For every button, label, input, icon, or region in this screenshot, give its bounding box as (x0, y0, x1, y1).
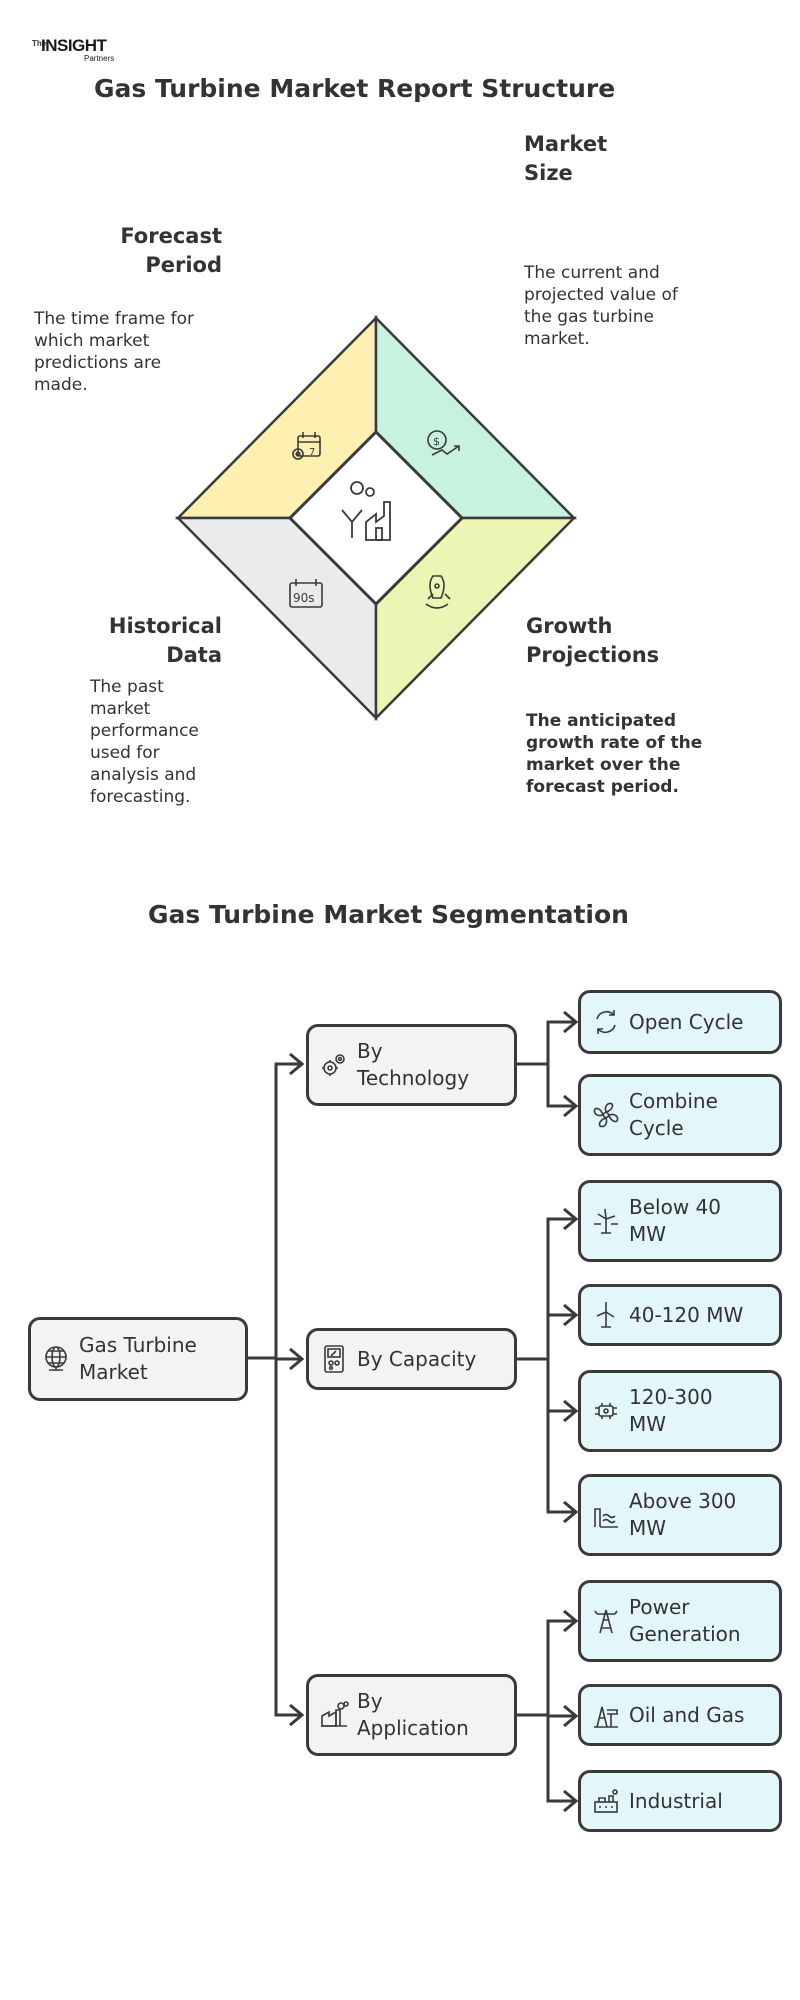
leaf-power-generation: Power Generation (578, 1580, 782, 1662)
meter-icon (324, 1345, 344, 1373)
leaf-oil-and-gas: Oil and Gas (578, 1684, 782, 1746)
rocket-icon (425, 575, 451, 609)
forecast-period-heading: Forecast Period (120, 224, 222, 277)
oil-rig-icon (594, 1706, 618, 1728)
logo-insight: INSIGHT (41, 36, 107, 55)
branch-application-label: By Application (357, 1689, 469, 1740)
leaf-40-120-mw: 40-120 MW (578, 1284, 782, 1346)
leaf-open-cycle: Open Cycle (578, 990, 782, 1054)
root-label: Gas Turbine Market (79, 1333, 197, 1384)
forecast-period-description: The time frame for which market predicti… (34, 309, 195, 395)
wind-turbine-icon (596, 1302, 615, 1328)
logo-the: The (32, 39, 47, 48)
structure-diagram: 7 $ 90s (175, 314, 577, 722)
leaf-industrial-label: Industrial (629, 1788, 723, 1813)
industry-icon (594, 1789, 618, 1813)
turbine-icon (595, 1403, 617, 1419)
leaf-40-120-mw-label: 40-120 MW (629, 1302, 744, 1327)
gears-icon (322, 1054, 345, 1076)
leaf-combine-cycle: Combine Cycle (578, 1074, 782, 1156)
factory-turbine-icon (341, 481, 391, 541)
money-growth-icon: $ (427, 430, 460, 456)
center-badge: 90s (293, 591, 315, 605)
branch-technology: By Technology (306, 1024, 517, 1106)
market-size-description: The current and projected value of the g… (524, 263, 678, 349)
leaf-oil-and-gas-label: Oil and Gas (629, 1702, 745, 1727)
leaf-below-40-mw-label: Below 40 MW (629, 1195, 721, 1246)
root-node: Gas Turbine Market (28, 1317, 248, 1401)
factory-icon (321, 1701, 349, 1727)
logo-partners: Partners (84, 54, 115, 63)
market-size-heading: Market Size (524, 132, 608, 185)
branch-application: By Application (306, 1674, 517, 1756)
globe-icon (45, 1346, 67, 1371)
power-tower-icon (594, 1609, 618, 1634)
leaf-above-300-mw-label: Above 300 MW (629, 1489, 737, 1540)
cycle-arrows-icon (596, 1010, 616, 1034)
90s-calendar-icon: 90s (289, 579, 323, 608)
leaf-power-generation-label: Power Generation (629, 1595, 741, 1646)
svg-text:7: 7 (309, 447, 315, 458)
branch-capacity-label: By Capacity (357, 1346, 477, 1371)
leaf-below-40-mw: Below 40 MW (578, 1180, 782, 1262)
historical-data-heading: Historical Data (108, 614, 222, 667)
segmentation-title: Gas Turbine Market Segmentation (148, 900, 629, 929)
wind-turbine-icon (594, 1208, 618, 1234)
leaf-combine-cycle-label: Combine Cycle (629, 1089, 718, 1140)
svg-text:$: $ (433, 435, 440, 448)
branch-technology-label: By Technology (357, 1039, 470, 1090)
leaf-open-cycle-label: Open Cycle (629, 1009, 744, 1034)
leaf-120-300-mw-label: 120-300 MW (629, 1385, 713, 1436)
power-plant-icon (594, 1508, 618, 1528)
leaf-industrial: Industrial (578, 1770, 782, 1832)
branch-capacity: By Capacity (306, 1328, 517, 1390)
fan-icon (593, 1102, 619, 1128)
historical-data-description: The past market performance used for ana… (90, 677, 199, 807)
growth-projections-heading: Growth Projections (526, 614, 660, 667)
calendar-gear-icon: 7 (292, 432, 321, 460)
leaf-120-300-mw: 120-300 MW (578, 1370, 782, 1452)
structure-title: Gas Turbine Market Report Structure (94, 74, 616, 103)
leaf-above-300-mw: Above 300 MW (578, 1474, 782, 1556)
growth-projections-description: The anticipated growth rate of the marke… (526, 711, 703, 797)
